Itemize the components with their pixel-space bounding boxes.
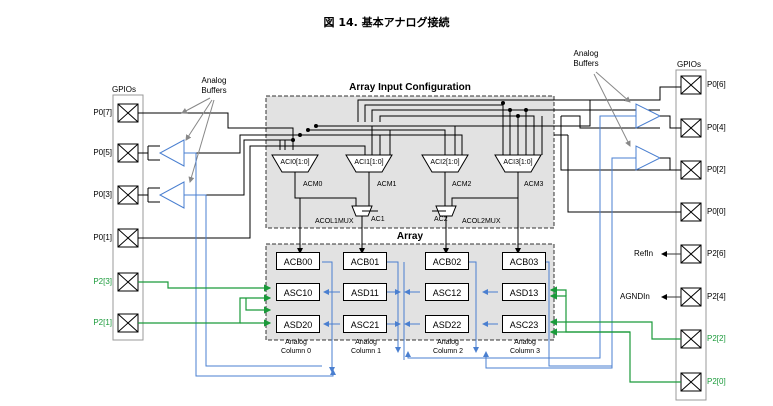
asc10-block: ASC10: [276, 283, 320, 301]
aci1-label: ACI1[1:0]: [354, 159, 384, 166]
aci2-label: ACI2[1:0]: [430, 159, 460, 166]
left-buffers: [158, 139, 185, 209]
right-pin-label: P0[2]: [707, 165, 726, 174]
acm2-label: ACM2: [452, 181, 472, 188]
right-gpio-frame: [675, 69, 707, 401]
green-lines: [138, 281, 681, 383]
aci0-label: ACI0[1:0]: [280, 159, 310, 166]
refin-label: RefIn: [634, 249, 654, 258]
left-pads: [117, 103, 139, 333]
ac1-label: AC1: [371, 216, 385, 223]
bus-lines: [250, 86, 681, 213]
left-pin-label: P0[5]: [93, 148, 112, 157]
asd11-block: ASD11: [343, 283, 387, 301]
acm1-label: ACM1: [377, 181, 397, 188]
acb01-block: ACB01: [343, 252, 387, 270]
left-buffers-label: Analog Buffers: [201, 76, 227, 95]
asc12-block: ASC12: [425, 283, 469, 301]
left-gpio-frame: [112, 94, 144, 341]
asd13-block: ASD13: [502, 283, 546, 301]
junction-dots: [291, 101, 528, 142]
aci3-label: ACI3[1:0]: [503, 159, 533, 166]
column-3-label: Analog Column 3: [510, 339, 540, 355]
acol2mux-label: ACOL2MUX: [462, 218, 501, 225]
acol1mux-label: ACOL1MUX: [315, 218, 354, 225]
asc21-block: ASC21: [343, 315, 387, 333]
right-buffer-outputs: [660, 115, 681, 170]
array-title: Array: [396, 231, 424, 242]
asc23-block: ASC23: [502, 315, 546, 333]
left-pin-label: P0[1]: [93, 233, 112, 242]
acb00-block: ACB00: [276, 252, 320, 270]
input-config-title: Array Input Configuration: [349, 82, 471, 93]
right-pin-label: P2[6]: [707, 249, 726, 258]
column-0-label: Analog Column 0: [281, 339, 311, 355]
left-pin-label: P0[7]: [93, 108, 112, 117]
right-buffers-label: Analog Buffers: [573, 49, 599, 68]
right-pin-label: P0[4]: [707, 123, 726, 132]
left-gpios-header: GPIOs: [112, 85, 137, 94]
acm0-label: ACM0: [303, 181, 323, 188]
buffer-label-arrows: [181, 71, 631, 183]
left-pin-label: P2[1]: [93, 318, 112, 327]
ac2-label: AC2: [434, 216, 448, 223]
right-pin-label: P2[0]: [707, 377, 726, 386]
agndin-label: AGNDIn: [620, 292, 650, 301]
acb03-block: ACB03: [502, 252, 546, 270]
right-pin-label: P2[2]: [707, 334, 726, 343]
left-pin-label: P0[3]: [93, 190, 112, 199]
mux-wires: [294, 172, 521, 254]
asd20-block: ASD20: [276, 315, 320, 333]
column-1-label: Analog Column 1: [351, 339, 381, 355]
asd22-block: ASD22: [425, 315, 469, 333]
blue-buses: [184, 115, 636, 377]
acb02-block: ACB02: [425, 252, 469, 270]
acm3-label: ACM3: [524, 181, 544, 188]
right-pin-label: P2[4]: [707, 292, 726, 301]
right-pin-label: P0[6]: [707, 80, 726, 89]
figure-title: 図 14. 基本アナログ接続: [323, 16, 450, 29]
aci-muxes: [271, 154, 542, 173]
column-2-label: Analog Column 2: [433, 339, 463, 355]
ref-arrows: [661, 251, 681, 300]
right-gpios-header: GPIOs: [677, 60, 702, 69]
right-buffers: [635, 103, 662, 171]
left-pin-label: P2[3]: [93, 277, 112, 286]
right-pads: [680, 75, 702, 392]
right-pin-label: P0[0]: [707, 207, 726, 216]
